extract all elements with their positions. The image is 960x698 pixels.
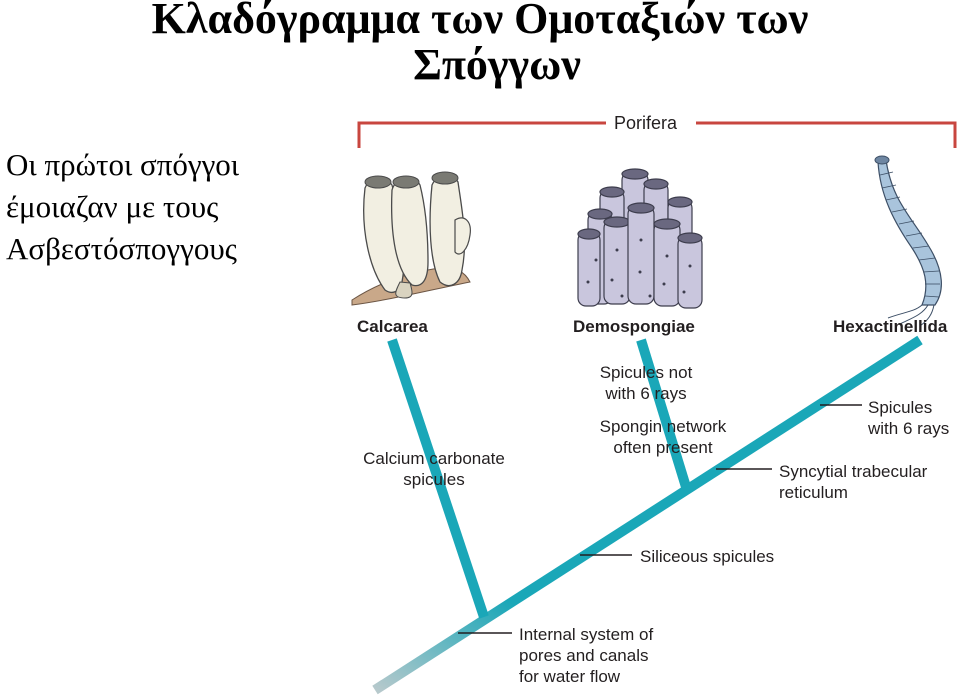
character-syncytial-reticulum: Syncytial trabecular reticulum [779, 461, 927, 503]
character-internal-line-1: Internal system of [519, 625, 654, 644]
calcarea-branch [387, 338, 489, 619]
character-siliceous-spicules: Siliceous spicules [640, 546, 774, 567]
character-demo-spicules-line-2: with 6 rays [605, 384, 687, 403]
main-trunk [372, 335, 923, 695]
character-hexa-spicules-line-1: Spicules [868, 398, 933, 417]
character-internal-pores: Internal system of pores and canals for … [519, 624, 653, 687]
character-calcium-line-1: Calcium carbonate [363, 449, 505, 468]
side-note-line-3: Ασβεστόσπογγους [6, 231, 237, 266]
title-line-2: Σπόγγων [413, 40, 581, 89]
taxon-demospongiae: Demospongiae [573, 317, 695, 336]
calcarea-sponge-image [351, 171, 471, 306]
character-siliceous-line-1: Siliceous spicules [640, 547, 775, 566]
title-line-1: Κλαδόγραμμα των Ομοταξιών των [151, 0, 809, 43]
character-internal-line-3: for water flow [519, 667, 621, 686]
character-ticks [458, 404, 862, 634]
side-note: Οι πρώτοι σπόγγοι έμοιαζαν με τους Ασβεσ… [6, 144, 239, 270]
character-syncytial-line-2: reticulum [779, 483, 848, 502]
character-spicules-not-6-rays: Spicules not with 6 rays [592, 362, 700, 404]
taxon-hexactinellida: Hexactinellida [833, 317, 948, 336]
cladogram-branches [372, 335, 923, 695]
hexactinellida-sponge-image [874, 155, 942, 327]
side-note-line-1: Οι πρώτοι σπόγγοι [6, 147, 240, 182]
porifera-bracket [357, 121, 957, 148]
character-spicules-6-rays: Spicules with 6 rays [868, 397, 949, 439]
character-calcium-carbonate: Calcium carbonate spicules [356, 448, 512, 490]
taxon-calcarea: Calcarea [357, 317, 428, 336]
character-spongin-line-1: Spongin network [599, 417, 727, 436]
character-demo-spicules-line-1: Spicules not [599, 363, 693, 382]
group-label-porifera: Porifera [614, 113, 678, 133]
character-syncytial-line-1: Syncytial trabecular [779, 462, 928, 481]
demospongiae-branch [636, 338, 691, 489]
character-calcium-line-2: spicules [403, 470, 465, 489]
demospongiae-sponge-image [577, 168, 703, 309]
slide-title: Κλαδόγραμμα των Ομοταξιών των Σπόγγων [0, 0, 960, 88]
character-spongin-network: Spongin network often present [592, 416, 734, 458]
demospongiae-pores [586, 238, 692, 298]
character-spongin-line-2: often present [613, 438, 713, 457]
character-hexa-spicules-line-2: with 6 rays [868, 419, 950, 438]
side-note-line-2: έμοιαζαν με τους [6, 189, 219, 224]
character-internal-line-2: pores and canals [519, 646, 649, 665]
